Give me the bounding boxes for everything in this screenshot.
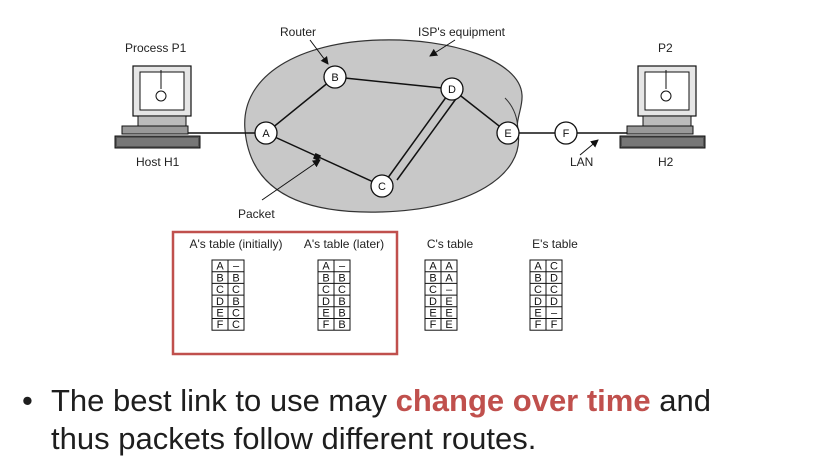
router-a: A (254, 121, 278, 145)
table-dest-cell: F (430, 319, 437, 331)
table-line-cell: E (445, 296, 452, 308)
table-line-cell: D (550, 296, 558, 308)
host-h1-computer-icon (114, 65, 201, 149)
table-line-cell: E (445, 308, 452, 320)
router-e: E (496, 121, 520, 145)
svg-text:E: E (504, 128, 511, 140)
svg-text:B: B (331, 72, 338, 84)
table-line-cell: C (232, 284, 240, 296)
bullet-line-2: thus packets follow different routes. (51, 421, 537, 456)
table-line-cell: B (338, 308, 345, 320)
table-title: A's table (initially) (190, 237, 283, 251)
router-d: D (440, 77, 464, 101)
bullet-marker: • (22, 383, 33, 418)
table-line-cell: E (445, 319, 452, 331)
router-b: B (323, 65, 347, 89)
table-line-cell: B (232, 296, 239, 308)
table-title: E's table (532, 237, 578, 251)
table-line-cell: B (232, 272, 239, 284)
svg-text:D: D (448, 84, 456, 96)
table-line-cell: B (338, 272, 345, 284)
table-dest-cell: A (429, 261, 437, 273)
process-p1-label: Process P1 (125, 41, 187, 55)
router-label: Router (280, 25, 316, 39)
lan-label: LAN (570, 155, 593, 169)
table-dest-cell: A (216, 261, 224, 273)
table-dest-cell: C (429, 284, 437, 296)
table-dest-cell: A (322, 261, 330, 273)
table-dest-cell: E (429, 308, 436, 320)
table-dest-cell: C (216, 284, 224, 296)
table-line-cell: C (338, 284, 346, 296)
table-line-cell: F (551, 319, 558, 331)
bullet-highlight: change over time (395, 383, 651, 418)
table-dest-cell: D (216, 296, 224, 308)
table-dest-cell: E (534, 308, 541, 320)
table-dest-cell: B (216, 272, 223, 284)
p2-label: P2 (658, 41, 673, 55)
table-line-cell: C (550, 261, 558, 273)
table-line-cell: D (550, 272, 558, 284)
table-dest-cell: B (429, 272, 436, 284)
table-dest-cell: A (534, 261, 542, 273)
table-dest-cell: F (217, 319, 224, 331)
table-dest-cell: D (534, 296, 542, 308)
svg-text:F: F (563, 128, 570, 140)
isp-label: ISP's equipment (418, 25, 506, 39)
table-line-cell: B (338, 296, 345, 308)
packet-label: Packet (238, 207, 275, 221)
packet-icon (313, 153, 321, 161)
table-title: A's table (later) (304, 237, 384, 251)
table-line-cell: – (233, 261, 240, 273)
bullet-text-line1: The best link to use may change over tim… (51, 383, 711, 418)
router-c: C (370, 174, 394, 198)
h2-label: H2 (658, 155, 674, 169)
router-f: F (554, 121, 578, 145)
svg-text:A: A (262, 128, 270, 140)
table-line-cell: B (338, 319, 345, 331)
table-line-cell: – (339, 261, 346, 273)
table-dest-cell: C (534, 284, 542, 296)
a-tables-highlight (171, 230, 399, 356)
table-dest-cell: F (535, 319, 542, 331)
host-h2-computer-icon (619, 65, 706, 149)
table-line-cell: C (232, 308, 240, 320)
table-line-cell: C (232, 319, 240, 331)
table-title: C's table (427, 237, 474, 251)
table-line-cell: A (445, 272, 453, 284)
table-dest-cell: C (322, 284, 330, 296)
annotation-arrows (261, 39, 599, 201)
table-dest-cell: D (322, 296, 330, 308)
table-dest-cell: E (216, 308, 223, 320)
table-dest-cell: B (322, 272, 329, 284)
network-diagram: A B C D E F (114, 25, 706, 356)
table-dest-cell: B (534, 272, 541, 284)
table-line-cell: – (446, 284, 453, 296)
table-line-cell: A (445, 261, 453, 273)
table-dest-cell: F (323, 319, 330, 331)
table-line-cell: C (550, 284, 558, 296)
table-dest-cell: E (322, 308, 329, 320)
host-h1-label: Host H1 (136, 155, 180, 169)
table-dest-cell: D (429, 296, 437, 308)
svg-text:C: C (378, 181, 386, 193)
table-line-cell: – (551, 308, 558, 320)
